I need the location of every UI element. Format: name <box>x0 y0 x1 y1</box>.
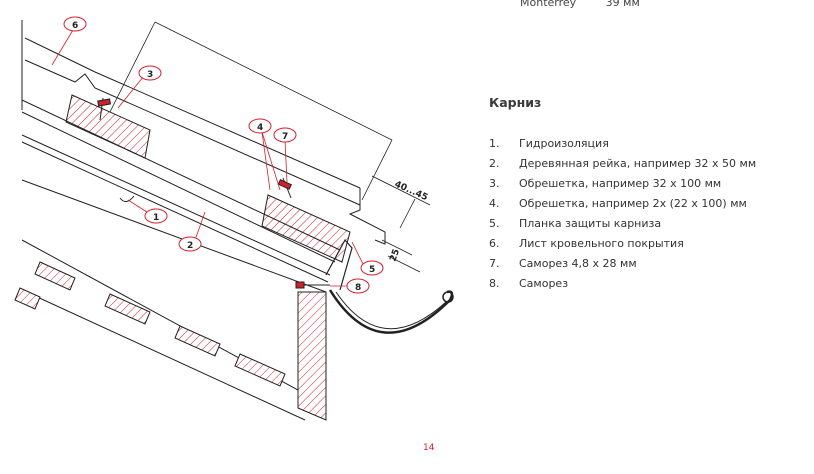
parts-legend: 1. Гидроизоляция 2. Деревянная рейка, напр… <box>489 137 756 297</box>
gutter-bead <box>442 291 454 303</box>
screw-3 <box>97 97 112 121</box>
roof-sheet-line <box>24 37 361 189</box>
dimension-gap <box>381 239 421 273</box>
legend-item: 1. Гидроизоляция <box>489 137 756 157</box>
gutter <box>328 289 454 334</box>
top-spec-label: Monterrey <box>520 0 577 9</box>
layer-line-d <box>21 141 329 283</box>
legend-number: 6. <box>489 237 500 250</box>
layer-line-a <box>21 99 341 251</box>
callout-7: 7 <box>273 127 297 183</box>
dimension-overhang-label: 40...45 <box>393 180 429 203</box>
eaves-technical-drawing: 40...45 25 6 3 4 7 1 2 5 <box>14 16 454 421</box>
page-number: 14 <box>423 443 435 453</box>
section-title: Карниз <box>489 95 542 110</box>
svg-text:5: 5 <box>369 265 375 275</box>
legend-number: 4. <box>489 197 500 210</box>
svg-text:4: 4 <box>257 123 263 133</box>
svg-text:3: 3 <box>147 70 153 80</box>
screw-8 <box>295 281 330 289</box>
roof-sheet-edge <box>348 188 386 245</box>
rafter-line <box>21 179 327 293</box>
batten-4 <box>261 194 351 263</box>
layer-line-c <box>21 134 331 276</box>
legend-item: 6. Лист кровельного покрытия <box>489 237 756 257</box>
legend-text: Лист кровельного покрытия <box>519 237 684 250</box>
callout-1: 1 <box>127 199 168 224</box>
legend-number: 2. <box>489 157 500 170</box>
legend-number: 3. <box>489 177 500 190</box>
callout-3: 3 <box>117 65 162 109</box>
legend-number: 8. <box>489 277 500 290</box>
legend-number: 7. <box>489 257 500 270</box>
legend-text: Гидроизоляция <box>519 137 609 150</box>
roof-sheet-line-lower <box>24 59 361 206</box>
legend-text: Саморез 4,8 x 28 мм <box>519 257 637 270</box>
callout-2: 2 <box>178 211 206 252</box>
callout-8: 8 <box>330 278 370 294</box>
top-spec-row: Monterrey 39 мм <box>520 0 640 9</box>
legend-text: Обрешетка, например 32 x 100 мм <box>519 177 722 190</box>
legend-text: Обрешетка, например 2x (22 x 100) мм <box>519 197 747 210</box>
dimension-gap-label: 25 <box>388 248 402 263</box>
legend-item: 5. Планка защиты карниза <box>489 217 756 237</box>
soffit-boards <box>14 261 286 387</box>
legend-number: 5. <box>489 217 500 230</box>
legend-text: Деревянная рейка, например 32 x 50 мм <box>519 157 757 170</box>
callout-4: 4 <box>248 118 281 191</box>
legend-item: 3. Обрешетка, например 32 x 100 мм <box>489 177 756 197</box>
screw-7 <box>277 177 292 199</box>
callout-5: 5 <box>351 241 384 276</box>
layer-line-b <box>21 111 336 263</box>
svg-text:8: 8 <box>355 283 361 293</box>
gutter-inner <box>335 291 447 330</box>
top-spec-value: 39 мм <box>605 0 640 9</box>
dimension-overall <box>109 21 393 201</box>
legend-number: 1. <box>489 137 500 150</box>
dimension-overhang <box>371 175 431 229</box>
legend-item: 2. Деревянная рейка, например 32 x 50 мм <box>489 157 756 177</box>
legend-text: Саморез <box>519 277 569 290</box>
fascia-board <box>297 291 327 421</box>
svg-text:7: 7 <box>282 132 288 142</box>
legend-item: 8. Саморез <box>489 277 756 297</box>
rafter-bottom <box>21 289 306 421</box>
callout-6: 6 <box>51 16 87 66</box>
svg-text:2: 2 <box>187 241 193 251</box>
legend-item: 4. Обрешетка, например 2x (22 x 100) мм <box>489 197 756 217</box>
legend-text: Планка защиты карниза <box>519 217 662 230</box>
membrane-drip <box>119 195 135 202</box>
eaves-strip <box>325 238 353 291</box>
legend-item: 7. Саморез 4,8 x 28 мм <box>489 257 756 277</box>
svg-text:1: 1 <box>153 213 159 223</box>
svg-text:6: 6 <box>72 21 78 31</box>
